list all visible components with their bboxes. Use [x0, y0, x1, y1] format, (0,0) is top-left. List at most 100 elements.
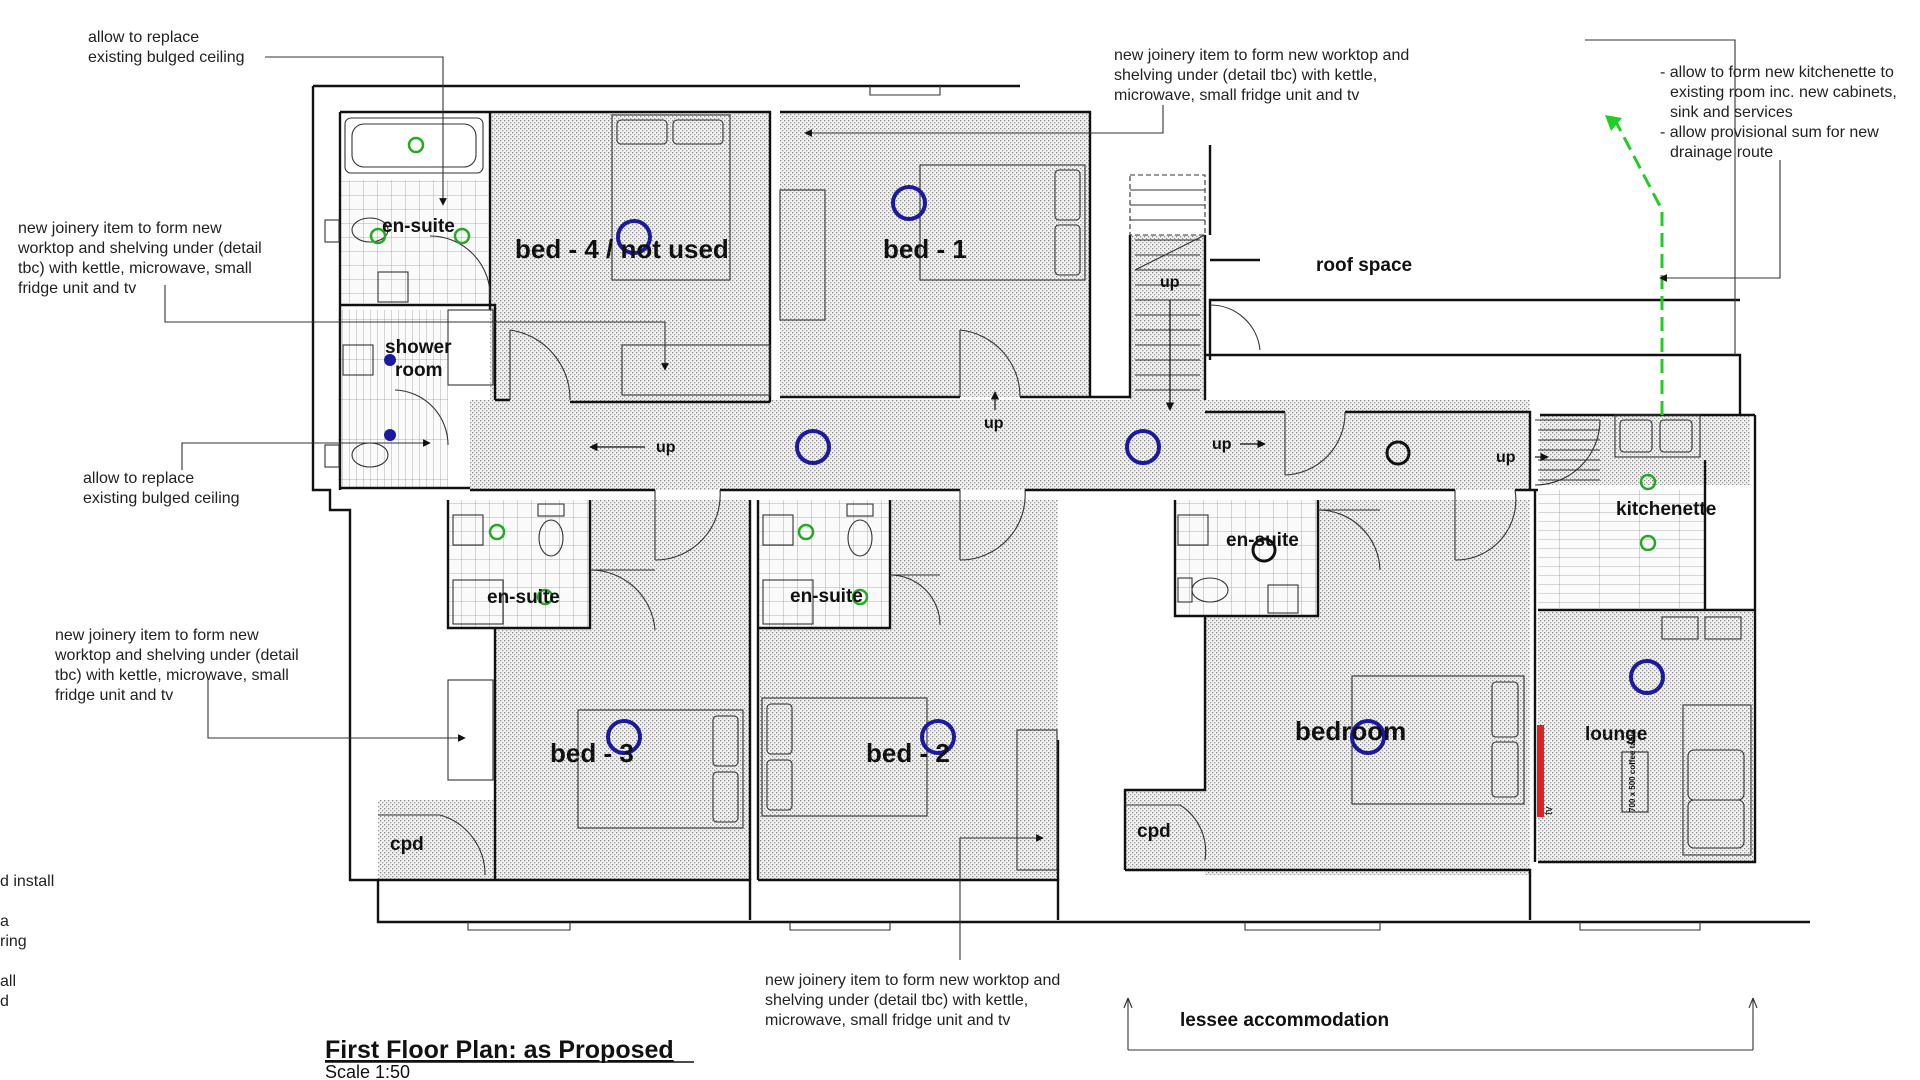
basin — [377, 271, 409, 303]
room-label-cpd-right: cpd — [1137, 821, 1171, 842]
bed-3-desk — [447, 679, 494, 781]
bed-4-floor — [490, 112, 770, 402]
shower-tray — [447, 309, 494, 386]
basin — [1267, 584, 1299, 614]
chair — [1661, 616, 1699, 640]
room-label-bed-3: bed - 3 — [550, 738, 634, 768]
ceiling-light — [795, 429, 831, 465]
shower-tray — [452, 579, 504, 625]
up-label: up — [1160, 274, 1180, 291]
extract-fan — [488, 523, 506, 541]
room-label-bed-4: bed - 4 / not used — [515, 234, 729, 264]
bed-3-bed — [577, 709, 744, 829]
fitting-dot — [384, 429, 396, 441]
note-ceiling-mid: allow to replace existing bulged ceiling — [83, 470, 240, 507]
extract-fan — [1639, 473, 1657, 491]
annotation-notes: allow to replace existing bulged ceiling… — [0, 29, 1901, 1031]
basin — [762, 514, 794, 546]
ceiling-light — [1350, 719, 1386, 755]
room-label-cpd-left: cpd — [390, 834, 424, 855]
toilet — [847, 519, 873, 557]
toilet — [351, 217, 389, 243]
fittings — [324, 114, 1752, 871]
fitting-dot — [384, 354, 396, 366]
note-kitchenette: - allow to form new kitchenette to exist… — [1660, 64, 1901, 161]
drawing-scale: Scale 1:50 — [325, 1062, 410, 1080]
stair-landing-floor — [1130, 235, 1205, 405]
extract-fan — [369, 227, 387, 245]
lounge-floor — [1538, 612, 1753, 862]
shower-tray — [762, 579, 814, 625]
lessee-accommodation-label: lessee accommodation — [1180, 1010, 1389, 1031]
ceiling-light — [891, 185, 927, 221]
chair — [1704, 616, 1742, 640]
light-fittings — [369, 136, 1665, 755]
room-label-bedroom: bedroom — [1295, 716, 1406, 746]
ensuite-right-tiles — [1175, 500, 1318, 616]
room-label-bed-1: bed - 1 — [883, 234, 967, 264]
bed-1-floor — [780, 112, 1090, 397]
drainage-arrowhead — [1605, 115, 1622, 131]
bath — [344, 117, 484, 174]
ceiling-light — [1629, 659, 1665, 695]
room-label-ensuite-bed3: en-suite — [487, 587, 560, 608]
room-labels: bed - 4 / not used bed - 1 bed - 3 bed -… — [382, 216, 1716, 855]
tv-label: tv — [1543, 806, 1555, 815]
extract-fan — [1639, 534, 1657, 552]
note-joinery-top: new joinery item to form new worktop and… — [1114, 47, 1414, 104]
room-label-bed-2: bed - 2 — [866, 738, 950, 768]
room-label-shower-line-2: room — [395, 360, 443, 381]
shower-room-floor — [338, 310, 448, 488]
staircase — [1129, 174, 1206, 391]
room-label-shower-line-1: shower — [385, 337, 452, 358]
extract-fan — [453, 227, 471, 245]
note-joinery-bottom: new joinery item to form new worktop and… — [765, 972, 1065, 1029]
extract-fan — [851, 588, 869, 606]
ceiling-light — [1125, 429, 1161, 465]
ceiling-light — [606, 719, 642, 755]
bed-1-desk — [779, 189, 826, 321]
note-ceiling-top: allow to replace existing bulged ceiling — [88, 29, 245, 66]
ensuite-bed2-tiles — [758, 500, 890, 628]
door-swings — [378, 235, 1601, 876]
drainage-route-line — [1613, 119, 1664, 415]
note-cut-off-left: d install a ring all d — [0, 873, 59, 1010]
ceiling-light — [616, 219, 652, 255]
basin — [342, 344, 374, 376]
tv-marker — [1537, 725, 1544, 817]
extract-fan — [407, 136, 425, 154]
extract-fan — [536, 588, 554, 606]
ceiling-light — [920, 719, 956, 755]
kitchenette-steps — [1538, 429, 1600, 481]
up-label: up — [1496, 449, 1516, 466]
floor-areas — [338, 112, 1753, 880]
ensuite-bed3-tiles — [448, 500, 590, 628]
cpd-left-floor — [378, 800, 496, 880]
room-label-roof-space: roof space — [1316, 255, 1412, 276]
coffee-table-label: 700 x 500 coffee table — [1628, 729, 1637, 812]
up-label: up — [656, 439, 676, 456]
basin — [1177, 514, 1209, 546]
coffee-table — [1621, 751, 1649, 813]
bed-1-bed — [919, 164, 1086, 281]
room-label-ensuite-bed2: en-suite — [790, 586, 863, 607]
room-label-lounge: lounge — [1585, 724, 1647, 745]
kitchenette-floor — [1538, 490, 1705, 608]
ceiling-light — [1251, 537, 1277, 563]
up-arrows — [589, 300, 1549, 462]
up-label: up — [1212, 436, 1232, 453]
bed-4-bed — [611, 114, 731, 281]
drawing-title: First Floor Plan: as Proposed — [325, 1036, 674, 1064]
walls — [311, 39, 1810, 931]
sofa — [1682, 704, 1752, 856]
room-label-ensuite-right: en-suite — [1226, 530, 1299, 551]
toilet — [538, 519, 564, 557]
kitchen-sink — [1614, 414, 1701, 458]
cpd-right-floor — [1125, 790, 1207, 870]
title-block: First Floor Plan: as Proposed Scale 1:50 — [325, 1036, 694, 1080]
note-joinery-left: new joinery item to form new worktop and… — [17, 220, 266, 297]
corridor-floor — [470, 400, 1530, 490]
basin — [452, 514, 484, 546]
ceiling-light — [1385, 440, 1411, 466]
